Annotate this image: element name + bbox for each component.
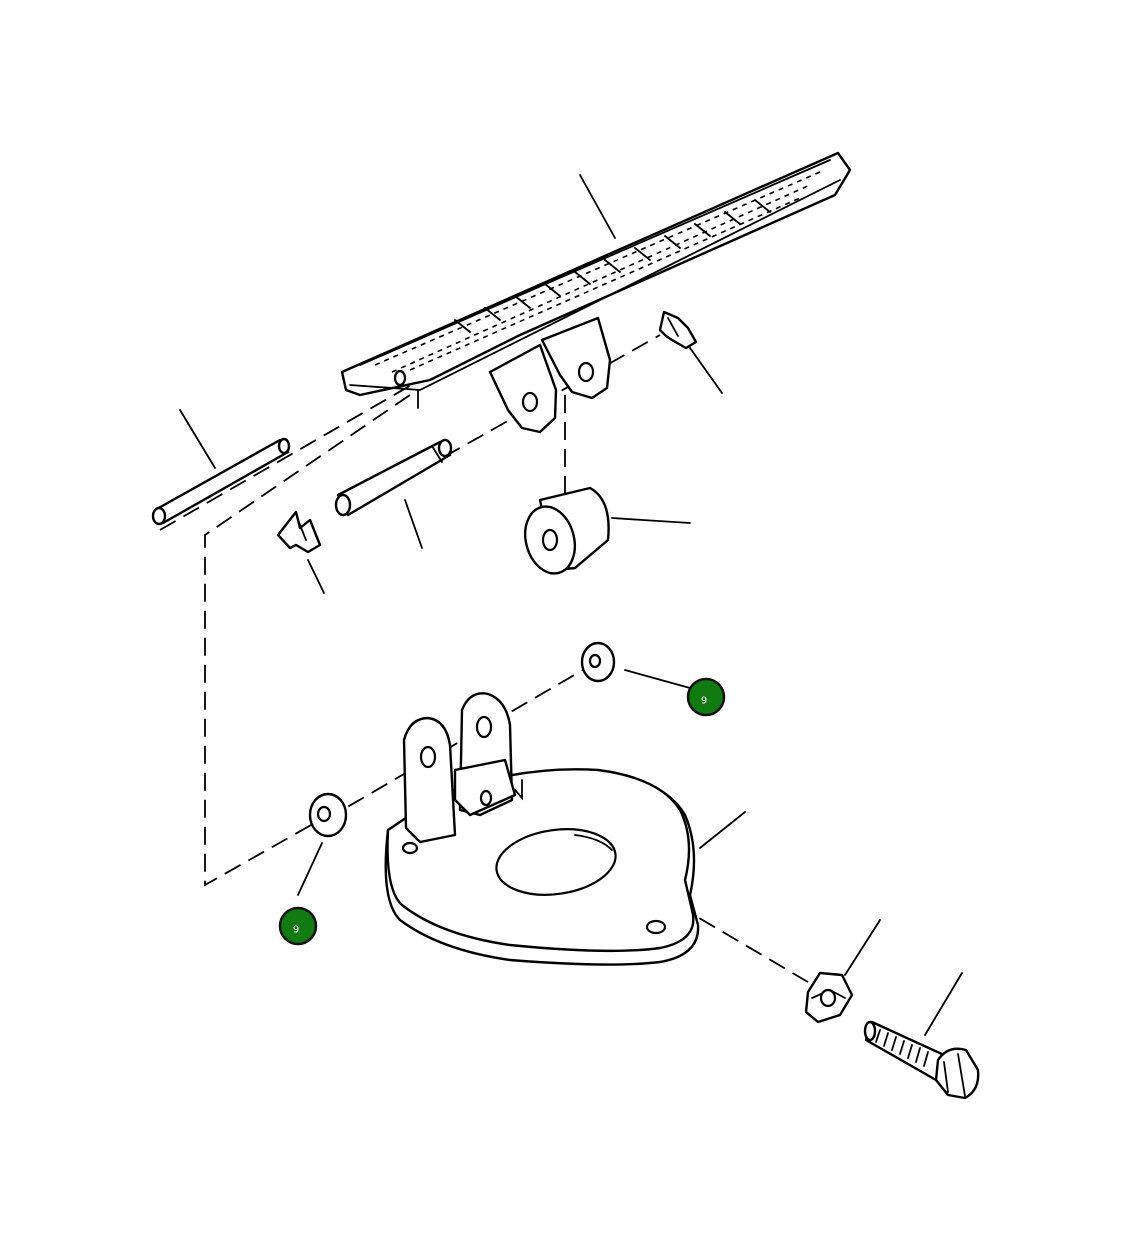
washer-upper[interactable] [580, 641, 616, 683]
spacer-bushing[interactable] [518, 486, 610, 579]
callout-badge-washer-lower[interactable]: 9 [278, 906, 318, 946]
hex-bolt[interactable] [863, 1020, 980, 1100]
hairpin-clip-right[interactable] [658, 310, 698, 350]
mounting-bracket[interactable] [384, 692, 700, 966]
clevis-pin[interactable] [334, 438, 453, 517]
hex-nut[interactable] [804, 971, 854, 1024]
long-pin[interactable] [151, 437, 291, 526]
pedal-clevis[interactable] [488, 316, 612, 434]
callout-label: 9 [293, 925, 299, 936]
pedal-pivot-hole [393, 369, 407, 387]
callout-circle [278, 906, 318, 946]
washer-lower[interactable] [308, 792, 348, 838]
callout-circle [686, 677, 726, 717]
callout-label: 9 [701, 696, 707, 707]
leader-lines [179, 174, 963, 1036]
callout-badge-washer-upper[interactable]: 9 [686, 677, 726, 717]
hairpin-clip-left[interactable] [276, 510, 322, 554]
pedal-pad[interactable] [340, 151, 852, 409]
